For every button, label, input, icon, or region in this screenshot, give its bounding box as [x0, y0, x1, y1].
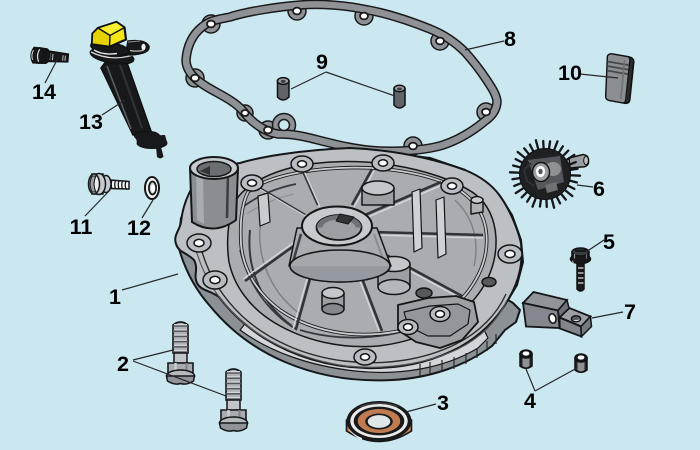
svg-text:2: 2: [117, 352, 129, 376]
svg-text:12: 12: [127, 216, 151, 240]
svg-text:10: 10: [558, 61, 582, 85]
svg-text:14: 14: [32, 80, 56, 104]
svg-text:1: 1: [109, 285, 121, 309]
svg-text:9: 9: [316, 50, 328, 74]
svg-text:7: 7: [624, 300, 636, 324]
svg-text:6: 6: [593, 177, 605, 201]
svg-text:11: 11: [70, 215, 93, 239]
svg-text:3: 3: [437, 391, 449, 415]
svg-text:5: 5: [603, 230, 615, 254]
svg-text:4: 4: [524, 389, 536, 413]
svg-text:13: 13: [79, 110, 103, 134]
svg-text:8: 8: [504, 27, 516, 51]
